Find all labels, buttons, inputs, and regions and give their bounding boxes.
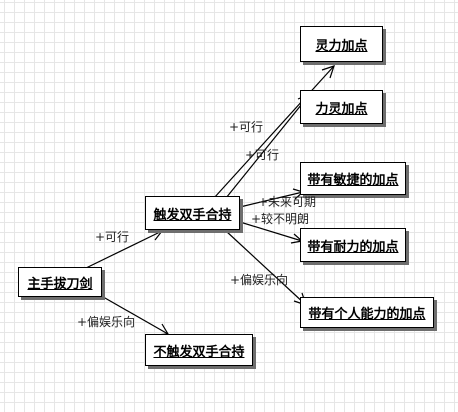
edge-label-touch-to-li-ling: +可行 bbox=[245, 148, 280, 162]
edge-touch-to-personal bbox=[225, 230, 307, 306]
node-main-hand-katana: 主手拔刀剑 bbox=[18, 267, 102, 297]
edge-touch-to-ling-li bbox=[213, 65, 335, 199]
edge-touch-to-endurance bbox=[239, 221, 303, 242]
edge-touch-to-agile bbox=[239, 191, 304, 208]
edge-touch-to-li-ling bbox=[225, 93, 311, 199]
node-str-faith-build: 力灵加点 bbox=[300, 90, 383, 124]
node-trigger-two-hand: 触发双手合持 bbox=[145, 196, 240, 230]
arrowhead-main-to-touch bbox=[150, 230, 164, 241]
arrowhead-touch-to-ling-li bbox=[321, 65, 335, 79]
edge-label-touch-to-endurance: +较不明朗 bbox=[251, 212, 310, 226]
node-no-trigger-two-hand: 不触发双手合持 bbox=[145, 334, 253, 366]
edge-label-touch-to-ling-li: +可行 bbox=[229, 120, 264, 134]
node-faith-str-build: 灵力加点 bbox=[300, 26, 383, 62]
edge-main-to-touch bbox=[85, 230, 163, 269]
edge-label-main-to-notouch: +偏娱乐向 bbox=[77, 315, 136, 329]
edge-label-main-to-touch: +可行 bbox=[95, 230, 130, 244]
node-dex-build: 带有敏捷的加点 bbox=[300, 162, 406, 195]
edge-label-touch-to-agile: +未来可期 bbox=[258, 195, 317, 209]
edge-label-touch-to-personal: +偏娱乐向 bbox=[230, 273, 289, 287]
node-endurance-build: 带有耐力的加点 bbox=[300, 228, 406, 262]
node-personal-skill-build: 带有个人能力的加点 bbox=[300, 297, 434, 328]
edge-main-to-notouch bbox=[97, 293, 169, 335]
